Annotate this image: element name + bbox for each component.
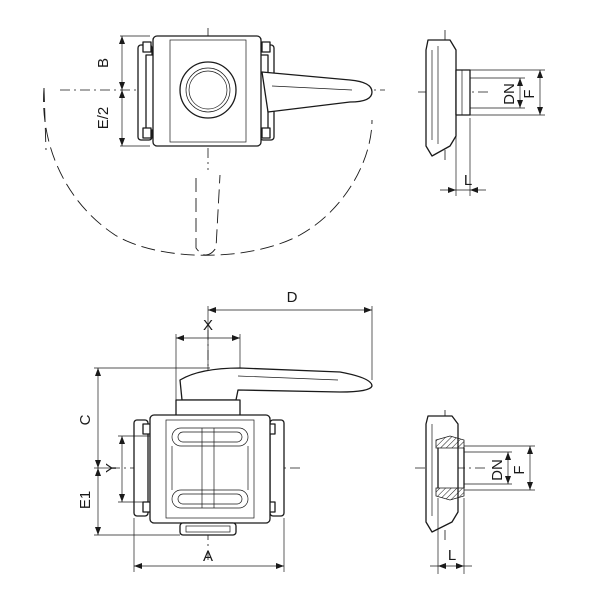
dim-label-dn-bottom: DN xyxy=(489,459,506,481)
section-hatch-top xyxy=(435,435,465,449)
front-handle xyxy=(179,367,373,401)
dim-label-f-top: F xyxy=(521,89,538,98)
handle-sweep-arc xyxy=(43,87,373,256)
front-left-flange xyxy=(133,419,149,517)
front-view: D X C E1 Y A xyxy=(77,289,373,572)
port-inner xyxy=(185,67,231,113)
front-valve-body xyxy=(149,414,271,524)
bolt xyxy=(261,127,271,139)
handle xyxy=(261,71,373,113)
side-flange-bottom xyxy=(425,415,459,533)
dim-label-y: Y xyxy=(103,463,120,473)
valve-body-inner xyxy=(169,39,247,143)
dim-label-c: C xyxy=(77,414,94,425)
dim-label-b: B xyxy=(95,58,112,68)
ball-ring-top xyxy=(171,427,249,447)
port-bore xyxy=(188,70,228,110)
bolt xyxy=(142,127,152,139)
dim-label-f-bottom: F xyxy=(511,465,528,474)
dim-label-l-bottom: L xyxy=(448,547,456,564)
dim-label-l-top: L xyxy=(464,172,472,189)
dim-label-x: X xyxy=(203,317,213,334)
ball-ring-bottom xyxy=(171,489,249,509)
dim-label-dn-top: DN xyxy=(501,83,518,105)
bolt xyxy=(142,41,152,53)
handle-dashed-down xyxy=(195,174,221,256)
bottom-side-view: DN F L xyxy=(415,410,535,574)
dim-label-e1: E1 xyxy=(77,491,94,509)
dim-label-d: D xyxy=(287,289,298,306)
dim-label-e-half: E/2 xyxy=(95,107,112,130)
bottom-port xyxy=(179,522,237,536)
port-outer xyxy=(179,61,237,119)
side-flange-top xyxy=(425,39,457,157)
section-hatch-bottom xyxy=(435,487,465,501)
dim-label-a: A xyxy=(203,548,213,565)
top-side-view: DN F L xyxy=(418,30,545,196)
bolt xyxy=(261,41,271,53)
handle-sweep-arc-left xyxy=(43,87,47,151)
top-view: B E/2 xyxy=(43,28,385,256)
side-stub-top xyxy=(455,69,471,116)
